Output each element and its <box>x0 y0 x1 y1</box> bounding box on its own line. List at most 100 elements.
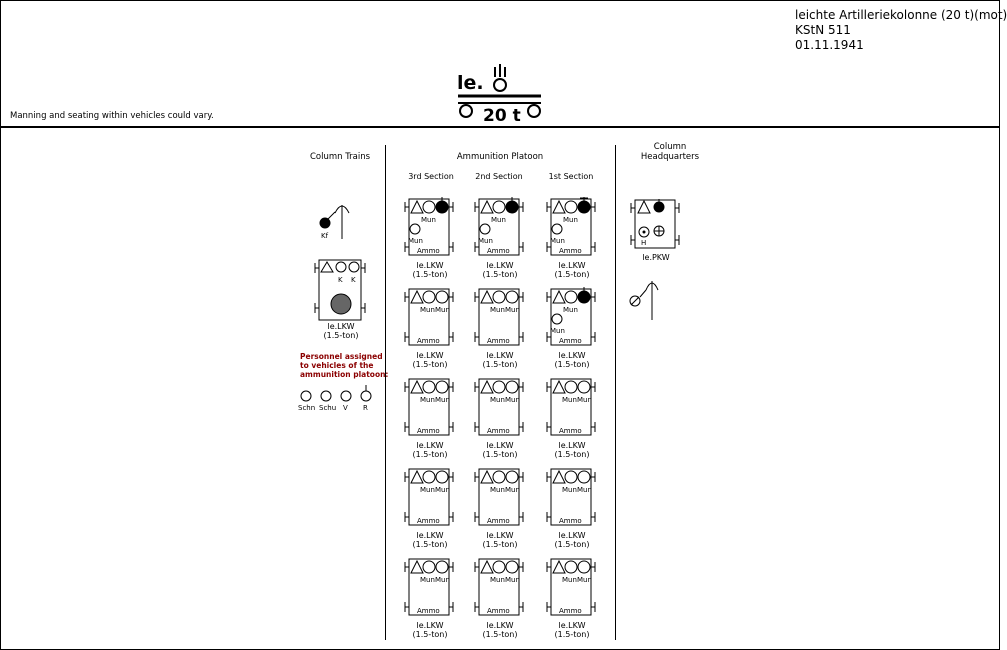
ammo-vehicle-label: le.LKW(1.5-ton) <box>396 621 464 639</box>
mun-label: Mun <box>505 306 520 314</box>
trains-k-label-2: K <box>351 276 356 284</box>
mun-label: Mun <box>490 486 505 494</box>
column-trains-heading: Column Trains <box>309 152 371 162</box>
mun-label: Mun <box>562 486 577 494</box>
ammo-vehicle-tonnage: (1.5-ton) <box>412 630 448 639</box>
ammo-vehicle-label: le.LKW(1.5-ton) <box>538 531 606 549</box>
personnel-schn: Schn <box>298 404 316 412</box>
ammo-vehicle-tonnage: (1.5-ton) <box>554 450 590 459</box>
ammo-vehicle-type: le.LKW <box>416 441 444 450</box>
ammo-vehicle-type: le.LKW <box>558 261 586 270</box>
ammo-vehicle-tonnage: (1.5-ton) <box>482 270 518 279</box>
mun-label: Mun <box>478 237 493 245</box>
mun-label: Mun <box>550 237 565 245</box>
ammo-vehicle-type: le.LKW <box>416 621 444 630</box>
mun-label: Mun <box>420 486 435 494</box>
manning-note: Manning and seating within vehicles coul… <box>10 111 214 121</box>
ammo-vehicle-symbol <box>404 558 454 616</box>
trains-vehicle-symbol <box>314 259 366 321</box>
ammo-vehicle-label: le.LKW(1.5-ton) <box>538 261 606 279</box>
mun-label: Mun <box>491 216 506 224</box>
ammo-vehicle-type: le.LKW <box>416 261 444 270</box>
ammo-vehicle-symbol <box>404 288 454 346</box>
ammo-vehicle-tonnage: (1.5-ton) <box>482 450 518 459</box>
trains-vehicle-label: le.LKW (1.5-ton) <box>307 322 375 340</box>
mun-label: Mun <box>505 486 520 494</box>
second-section-heading: 2nd Section <box>475 172 523 181</box>
ammo-vehicle-tonnage: (1.5-ton) <box>482 540 518 549</box>
ammo-vehicle-type: le.LKW <box>486 621 514 630</box>
hq-vehicle-symbol <box>630 199 680 249</box>
personnel-note: Personnel assigned to vehicles of the am… <box>300 352 388 379</box>
personnel-note-line1: Personnel assigned <box>300 352 383 361</box>
mun-label: Mun <box>563 216 578 224</box>
header-divider <box>0 126 1000 128</box>
mun-label: Mun <box>562 396 577 404</box>
ammo-label: Ammo <box>487 607 510 615</box>
hq-heading: Column Headquarters <box>640 142 700 162</box>
ammo-label: Ammo <box>487 427 510 435</box>
personnel-list: Schn Schu V R <box>298 384 378 414</box>
ammo-label: Ammo <box>417 247 440 255</box>
mun-label: Mun <box>577 576 592 584</box>
ammo-vehicle-type: le.LKW <box>416 351 444 360</box>
ammo-vehicle-symbol <box>474 288 524 346</box>
ammo-vehicle-type: le.LKW <box>486 441 514 450</box>
mun-label: Mun <box>420 306 435 314</box>
ammo-vehicle-tonnage: (1.5-ton) <box>554 630 590 639</box>
trains-vehicle-tonnage: (1.5-ton) <box>323 331 359 340</box>
ammo-vehicle-type: le.LKW <box>486 531 514 540</box>
personnel-note-line2: to vehicles of the <box>300 361 374 370</box>
kf-personnel-symbol <box>319 205 350 239</box>
ammo-label: Ammo <box>559 607 582 615</box>
hq-heading-line1: Column <box>653 142 687 152</box>
ammo-vehicle-tonnage: (1.5-ton) <box>554 540 590 549</box>
first-section-heading: 1st Section <box>548 172 594 181</box>
mun-label: Mun <box>420 576 435 584</box>
diagram-title: leichte Artilleriekolonne (20 t)(mot) KS… <box>795 8 1007 53</box>
ammo-vehicle-tonnage: (1.5-ton) <box>412 360 448 369</box>
ammo-vehicle-symbol <box>474 558 524 616</box>
mun-label: Mun <box>435 306 450 314</box>
ammo-vehicle-symbol <box>546 468 596 526</box>
ammo-vehicle-tonnage: (1.5-ton) <box>412 540 448 549</box>
ammo-vehicle-tonnage: (1.5-ton) <box>482 360 518 369</box>
ammo-label: Ammo <box>417 517 440 525</box>
ammo-vehicle-label: le.LKW(1.5-ton) <box>396 531 464 549</box>
ammo-vehicle-tonnage: (1.5-ton) <box>554 270 590 279</box>
ammo-vehicle-label: le.LKW(1.5-ton) <box>538 441 606 459</box>
ammo-vehicle-symbol <box>546 558 596 616</box>
mun-label: Mun <box>562 576 577 584</box>
ammo-vehicle-tonnage: (1.5-ton) <box>554 360 590 369</box>
mun-label: Mun <box>563 306 578 314</box>
ammo-vehicle-symbol <box>546 378 596 436</box>
unit-symbol-prefix: le. <box>457 72 484 94</box>
mun-label: Mun <box>577 486 592 494</box>
personnel-schu: Schu <box>319 404 337 412</box>
ammo-vehicle-label: le.LKW(1.5-ton) <box>466 531 534 549</box>
ammo-vehicle-label: le.LKW(1.5-ton) <box>538 621 606 639</box>
separator-trains-platoon <box>385 145 386 640</box>
mun-label: Mun <box>435 396 450 404</box>
ammo-label: Ammo <box>417 337 440 345</box>
separator-platoon-hq <box>615 145 616 640</box>
mun-label: Mun <box>577 396 592 404</box>
ammo-label: Ammo <box>487 247 510 255</box>
ammo-vehicle-type: le.LKW <box>558 531 586 540</box>
trains-k-label-1: K <box>338 276 343 284</box>
ammo-label: Ammo <box>487 337 510 345</box>
ammo-label: Ammo <box>559 337 582 345</box>
ammo-vehicle-tonnage: (1.5-ton) <box>412 450 448 459</box>
unit-symbol-capacity: 20 t <box>483 106 521 126</box>
